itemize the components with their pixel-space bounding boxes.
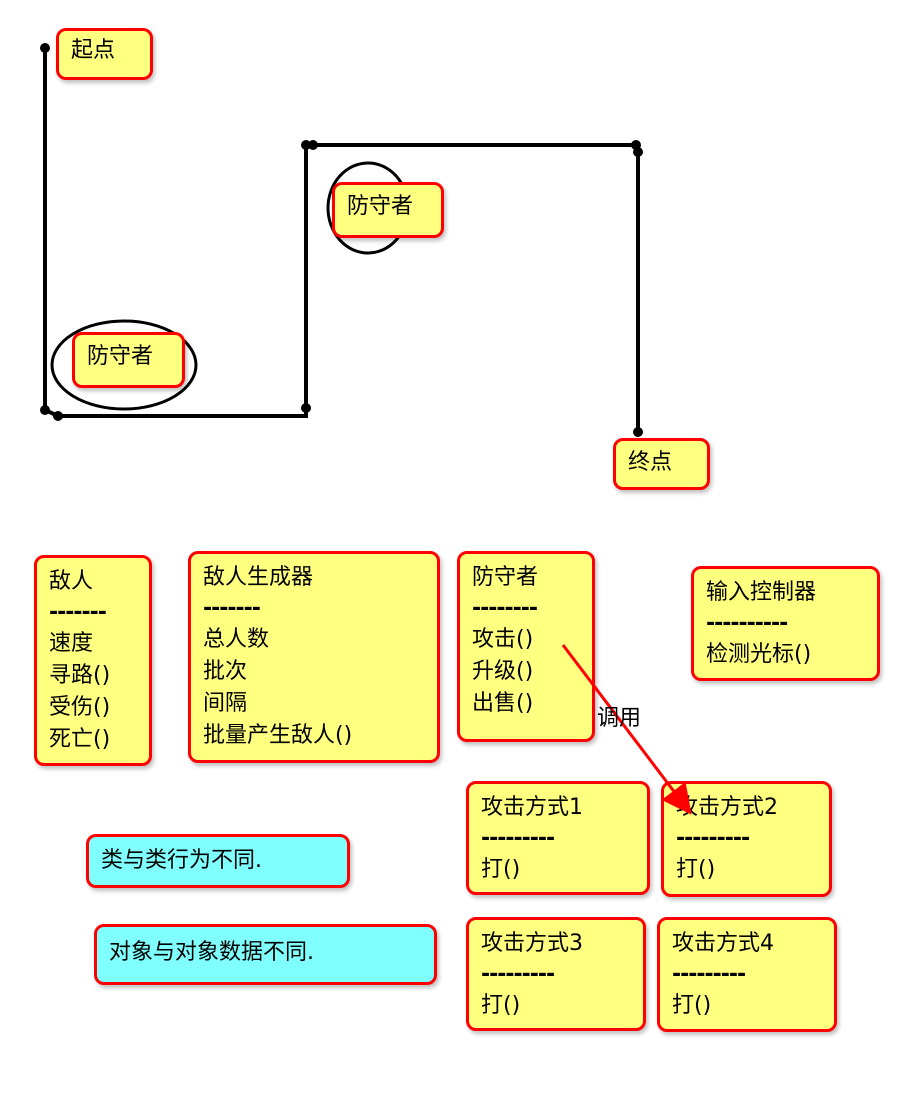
defender-top-label: 防守者 bbox=[332, 182, 444, 238]
member: 受伤() bbox=[49, 695, 111, 720]
separator: ------- bbox=[49, 600, 107, 625]
path-nodes bbox=[40, 43, 643, 437]
note-object-data: 对象与对象数据不同. bbox=[94, 924, 437, 985]
member: 速度 bbox=[49, 631, 94, 656]
class-title: 防守者 bbox=[472, 565, 539, 590]
class-title: 敌人生成器 bbox=[203, 565, 314, 590]
member: 间隔 bbox=[203, 691, 248, 716]
class-title: 输入控制器 bbox=[706, 580, 817, 605]
member: 打() bbox=[676, 857, 716, 882]
call-arrow-label: 调用 bbox=[597, 706, 642, 731]
member: 批量产生敌人() bbox=[203, 723, 353, 748]
member: 升级() bbox=[472, 659, 534, 684]
separator: --------- bbox=[672, 962, 746, 987]
defender-left-label: 防守者 bbox=[72, 332, 185, 388]
member: 打() bbox=[481, 857, 521, 882]
class-title: 攻击方式2 bbox=[676, 795, 778, 820]
separator: ---------- bbox=[706, 611, 788, 636]
member: 寻路() bbox=[49, 663, 111, 688]
separator: --------- bbox=[481, 962, 555, 987]
note-class-behavior: 类与类行为不同. bbox=[86, 834, 350, 888]
member: 打() bbox=[481, 993, 521, 1018]
class-input-controller: 输入控制器 ---------- 检测光标() bbox=[691, 566, 880, 681]
class-enemy: 敌人 ------- 速度 寻路() 受伤() 死亡() bbox=[34, 555, 152, 766]
class-attack-mode-2: 攻击方式2 --------- 打() bbox=[661, 781, 832, 897]
member: 死亡() bbox=[49, 727, 111, 752]
class-attack-mode-4: 攻击方式4 --------- 打() bbox=[657, 917, 837, 1032]
separator: ------- bbox=[203, 596, 261, 621]
class-title: 敌人 bbox=[49, 569, 94, 594]
class-title: 攻击方式4 bbox=[672, 931, 774, 956]
member: 批次 bbox=[203, 659, 248, 684]
defender-range-left bbox=[50, 319, 198, 411]
class-attack-mode-3: 攻击方式3 --------- 打() bbox=[466, 917, 646, 1031]
class-enemy-spawner: 敌人生成器 ------- 总人数 批次 间隔 批量产生敌人() bbox=[188, 551, 440, 763]
member: 检测光标() bbox=[706, 642, 812, 667]
separator: --------- bbox=[481, 826, 555, 851]
class-title: 攻击方式1 bbox=[481, 795, 583, 820]
member: 出售() bbox=[472, 691, 534, 716]
member: 总人数 bbox=[203, 627, 270, 652]
class-defender: 防守者 -------- 攻击() 升级() 出售() bbox=[457, 551, 595, 742]
separator: -------- bbox=[472, 596, 538, 621]
end-label: 终点 bbox=[613, 438, 710, 490]
member: 攻击() bbox=[472, 627, 534, 652]
class-attack-mode-1: 攻击方式1 --------- 打() bbox=[466, 781, 650, 895]
class-title: 攻击方式3 bbox=[481, 931, 583, 956]
member: 打() bbox=[672, 993, 712, 1018]
start-label: 起点 bbox=[56, 28, 153, 80]
separator: --------- bbox=[676, 826, 750, 851]
